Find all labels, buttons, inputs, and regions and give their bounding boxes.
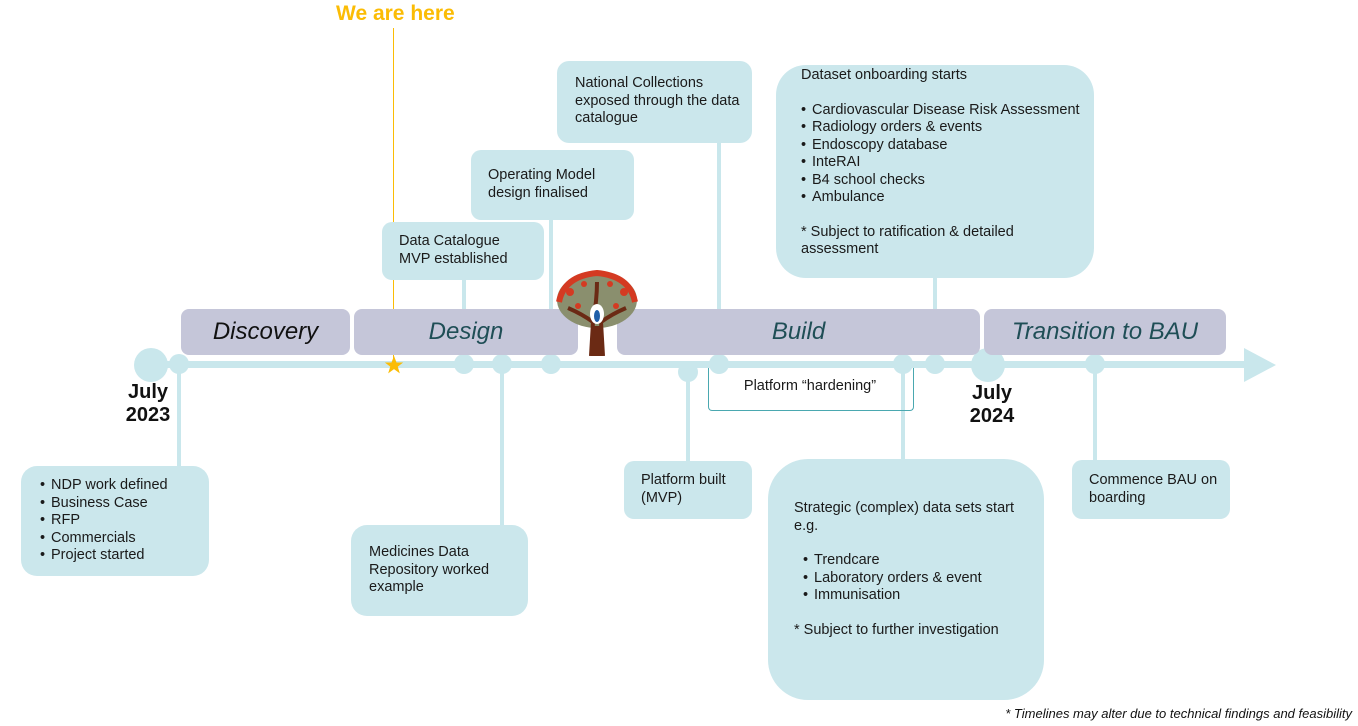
connector (549, 220, 553, 360)
list-item: Trendcare (803, 552, 1034, 570)
timeline-node (492, 354, 512, 374)
milestone-data-catalogue: Data Catalogue MVP established (382, 222, 544, 280)
star-icon (384, 355, 404, 374)
connector (901, 366, 905, 462)
milestone-strategic: Strategic (complex) data sets start e.g.… (768, 459, 1044, 700)
timeline-axis (150, 361, 1246, 368)
list-item: Cardiovascular Disease Risk Assessment (801, 102, 1084, 120)
dataset-onboarding-title: Dataset onboarding starts (801, 67, 968, 83)
milestone-operating-model: Operating Model design finalised (471, 150, 634, 220)
we-are-here-label: We are here (336, 2, 455, 25)
timeline-node (541, 354, 561, 374)
phase-discovery: Discovery (181, 309, 350, 355)
connector (686, 372, 690, 464)
pohutukawa-tree-logo-icon (556, 270, 638, 356)
end-date-label: July 2024 (962, 382, 1022, 428)
dataset-onboarding-note: * Subject to ratification & detailed ass… (801, 223, 1014, 258)
strategic-title: Strategic (complex) data sets start e.g. (794, 500, 1014, 534)
connector (717, 143, 721, 358)
list-item: B4 school checks (801, 172, 1084, 190)
timeline-node (1085, 354, 1105, 374)
milestone-platform-built: Platform built (MVP) (624, 461, 752, 519)
discovery-items-list: NDP work defined Business Case RFP Comme… (40, 477, 201, 565)
milestone-commence-bau: Commence BAU on boarding (1072, 460, 1230, 519)
timeline-node (893, 354, 913, 374)
connector (1093, 366, 1097, 462)
phase-build: Build (617, 309, 980, 355)
milestone-discovery-items: NDP work defined Business Case RFP Comme… (21, 466, 209, 576)
list-item: Immunisation (803, 587, 1034, 605)
strategic-note: * Subject to further investigation (794, 621, 999, 638)
start-year: 2023 (125, 404, 171, 426)
list-item: Ambulance (801, 189, 1084, 207)
timeline-node (454, 354, 474, 374)
connector (500, 366, 504, 528)
strategic-list: Trendcare Laboratory orders & event Immu… (794, 552, 1034, 605)
list-item: InteRAI (801, 154, 1084, 172)
dataset-onboarding-list: Cardiovascular Disease Risk Assessment R… (801, 102, 1084, 207)
milestone-medicines: Medicines Data Repository worked example (351, 525, 528, 616)
platform-hardening-label: Platform “hardening” (743, 378, 877, 394)
timeline-node (169, 354, 189, 374)
connector (177, 366, 181, 468)
platform-hardening-bracket (708, 368, 914, 411)
we-are-here-line (393, 28, 394, 366)
list-item: Business Case (40, 495, 201, 513)
list-item: Radiology orders & events (801, 119, 1084, 137)
milestone-dataset-onboarding: Dataset onboarding starts Cardiovascular… (776, 65, 1094, 278)
end-year: 2024 (969, 405, 1015, 427)
list-item: Project started (40, 547, 201, 565)
timeline-arrowhead-icon (1244, 348, 1276, 382)
list-item: RFP (40, 512, 201, 530)
phase-design: Design (354, 309, 578, 355)
list-item: Endoscopy database (801, 137, 1084, 155)
timeline-node (709, 354, 729, 374)
phase-transition-to-bau: Transition to BAU (984, 309, 1226, 355)
start-date-label: July 2023 (118, 381, 178, 427)
end-month: July (971, 382, 1013, 404)
milestone-national-collections: National Collections exposed through the… (557, 61, 752, 143)
timeline-node (925, 354, 945, 374)
footnote: * Timelines may alter due to technical f… (1005, 706, 1352, 721)
start-month: July (127, 381, 169, 403)
list-item: NDP work defined (40, 477, 201, 495)
list-item: Laboratory orders & event (803, 570, 1034, 588)
list-item: Commercials (40, 530, 201, 548)
start-date-node (134, 348, 168, 382)
